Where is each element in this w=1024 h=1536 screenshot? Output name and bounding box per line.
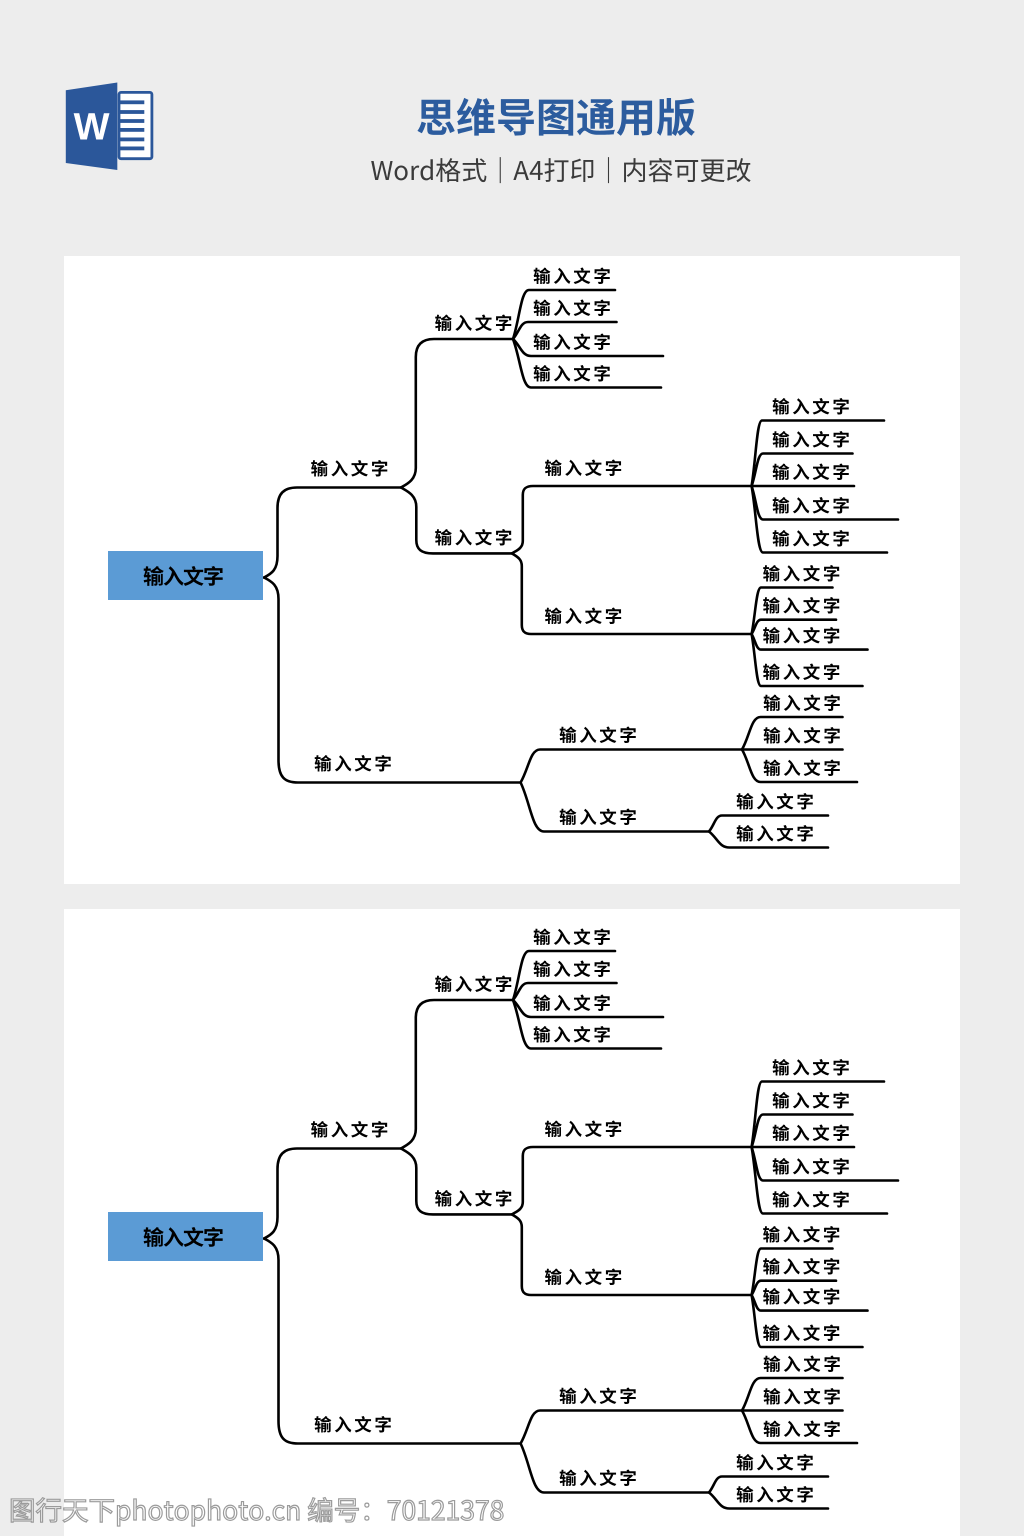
svg-text:输入文字: 输入文字 bbox=[772, 394, 852, 419]
svg-text:输入文字: 输入文字 bbox=[763, 723, 843, 748]
svg-text:图行天下photophoto.cn 编号：70121378: 图行天下photophoto.cn 编号：70121378 bbox=[9, 1489, 504, 1528]
svg-text:输入文字: 输入文字 bbox=[533, 296, 613, 321]
svg-text:输入文字: 输入文字 bbox=[763, 623, 843, 648]
svg-text:输入文字: 输入文字 bbox=[772, 460, 852, 485]
svg-text:输入文字: 输入文字 bbox=[435, 311, 515, 336]
svg-text:输入文字: 输入文字 bbox=[772, 526, 852, 551]
svg-text:输入文字: 输入文字 bbox=[559, 805, 639, 830]
svg-text:输入文字: 输入文字 bbox=[533, 330, 613, 355]
svg-text:输入文字: 输入文字 bbox=[435, 525, 515, 550]
svg-text:输入文字: 输入文字 bbox=[736, 821, 816, 846]
svg-text:输入文字: 输入文字 bbox=[143, 561, 223, 591]
svg-text:输入文字: 输入文字 bbox=[736, 789, 816, 814]
svg-text:输入文字: 输入文字 bbox=[533, 361, 613, 386]
svg-text:W: W bbox=[74, 107, 110, 149]
svg-text:输入文字: 输入文字 bbox=[772, 427, 852, 452]
svg-text:输入文字: 输入文字 bbox=[763, 691, 843, 716]
svg-text:输入文字: 输入文字 bbox=[544, 604, 624, 629]
svg-text:输入文字: 输入文字 bbox=[559, 723, 639, 748]
svg-text:输入文字: 输入文字 bbox=[533, 264, 613, 289]
svg-text:输入文字: 输入文字 bbox=[772, 493, 852, 518]
svg-text:Word格式｜A4打印｜内容可更改: Word格式｜A4打印｜内容可更改 bbox=[370, 151, 751, 188]
svg-text:输入文字: 输入文字 bbox=[311, 456, 391, 481]
svg-text:输入文字: 输入文字 bbox=[763, 660, 843, 685]
svg-text:思维导图通用版: 思维导图通用版 bbox=[416, 86, 696, 144]
svg-text:输入文字: 输入文字 bbox=[763, 593, 843, 618]
svg-text:输入文字: 输入文字 bbox=[763, 561, 843, 586]
svg-text:输入文字: 输入文字 bbox=[544, 456, 624, 481]
svg-text:输入文字: 输入文字 bbox=[314, 751, 394, 776]
svg-text:输入文字: 输入文字 bbox=[763, 756, 843, 781]
